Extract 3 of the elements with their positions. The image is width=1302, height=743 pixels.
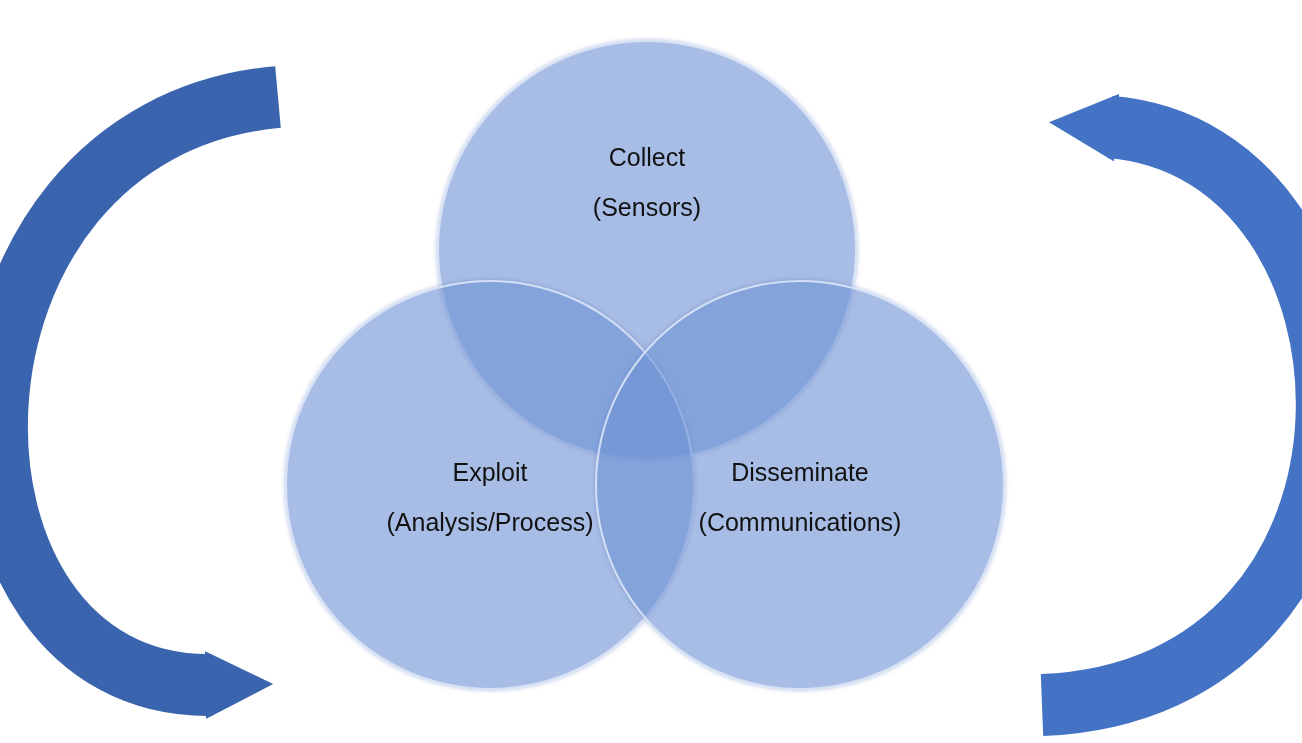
circle-label: Disseminate (Communications) xyxy=(698,457,902,538)
circle-label: Collect (Sensors) xyxy=(592,142,702,223)
circle-label: Exploit (Analysis/Process) xyxy=(386,457,594,538)
